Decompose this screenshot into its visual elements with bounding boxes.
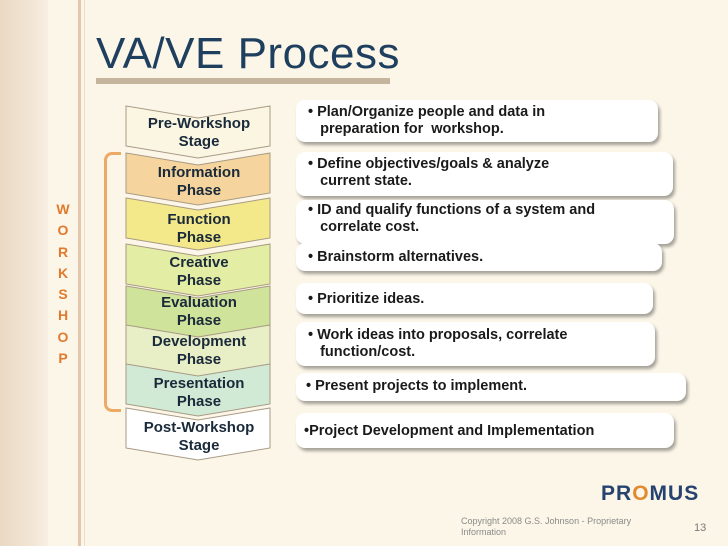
desc-presentation: • Present projects to implement.: [296, 373, 686, 401]
workshop-letter: R: [57, 243, 69, 260]
workshop-letter: P: [58, 350, 68, 367]
workshop-letter: O: [57, 328, 69, 345]
phase-label-development: Development Phase: [151, 333, 247, 368]
desc-evaluation: • Prioritize ideas.: [296, 283, 653, 314]
phase-chevron: [125, 363, 271, 417]
phase-chevron: [125, 152, 271, 206]
workshop-letter: K: [57, 264, 69, 281]
title-underline: [96, 78, 390, 84]
left-decor-band: [0, 0, 48, 546]
desc-text: • Define objectives/goals & analyze curr…: [308, 156, 550, 189]
phase-label-evaluation: Evaluation Phase: [161, 294, 237, 329]
desc-text: • ID and qualify functions of a system a…: [308, 202, 596, 235]
phase-label-function: Function Phase: [167, 211, 231, 246]
phase-label-pre-workshop: Pre-Workshop Stage: [147, 115, 251, 150]
phase-chevron: [125, 105, 271, 159]
desc-information: • Define objectives/goals & analyze curr…: [296, 152, 673, 196]
phase-label-information: Information Phase: [157, 164, 241, 199]
promus-logo: PROMUS: [601, 482, 699, 506]
desc-function: • ID and qualify functions of a system a…: [296, 200, 674, 244]
workshop-bracket: [104, 152, 121, 412]
desc-text: • Work ideas into proposals, correlate f…: [308, 327, 568, 360]
desc-text: • Brainstorm alternatives.: [308, 249, 484, 265]
left-decor-rule: [78, 0, 81, 546]
desc-post-workshop: •Project Development and Implementation: [296, 413, 674, 448]
footer-copyright: Copyright 2008 G.S. Johnson - Proprietar…: [461, 516, 632, 537]
workshop-vertical-label: W O R K S H O P: [54, 199, 72, 369]
desc-text: • Prioritize ideas.: [308, 291, 425, 307]
logo-o-mark: O: [632, 482, 650, 505]
phase-chevron: [125, 407, 271, 461]
phase-label-creative: Creative Phase: [169, 254, 229, 289]
desc-text: •Project Development and Implementation: [304, 423, 595, 439]
desc-text: • Plan/Organize people and data in prepa…: [308, 104, 546, 137]
left-decor-rule-thin: [84, 0, 85, 546]
workshop-letter: W: [56, 201, 70, 217]
workshop-letter: S: [58, 286, 68, 303]
desc-development: • Work ideas into proposals, correlate f…: [296, 322, 655, 366]
workshop-letter: O: [57, 222, 69, 239]
desc-pre-workshop: • Plan/Organize people and data in prepa…: [296, 100, 658, 142]
phase-label-post-workshop: Post-Workshop Stage: [143, 419, 255, 454]
phase-chevron: [125, 197, 271, 251]
logo-text-left: PR: [601, 482, 633, 505]
logo-text-right: MUS: [649, 482, 700, 505]
desc-text: • Present projects to implement.: [306, 378, 528, 394]
slide-title: VA/VE Process: [96, 29, 401, 78]
workshop-letter: H: [57, 307, 69, 324]
page-number: 13: [694, 522, 707, 534]
desc-creative: • Brainstorm alternatives.: [296, 243, 662, 271]
phase-label-presentation: Presentation Phase: [153, 375, 245, 410]
phase-chevron: [125, 243, 271, 297]
